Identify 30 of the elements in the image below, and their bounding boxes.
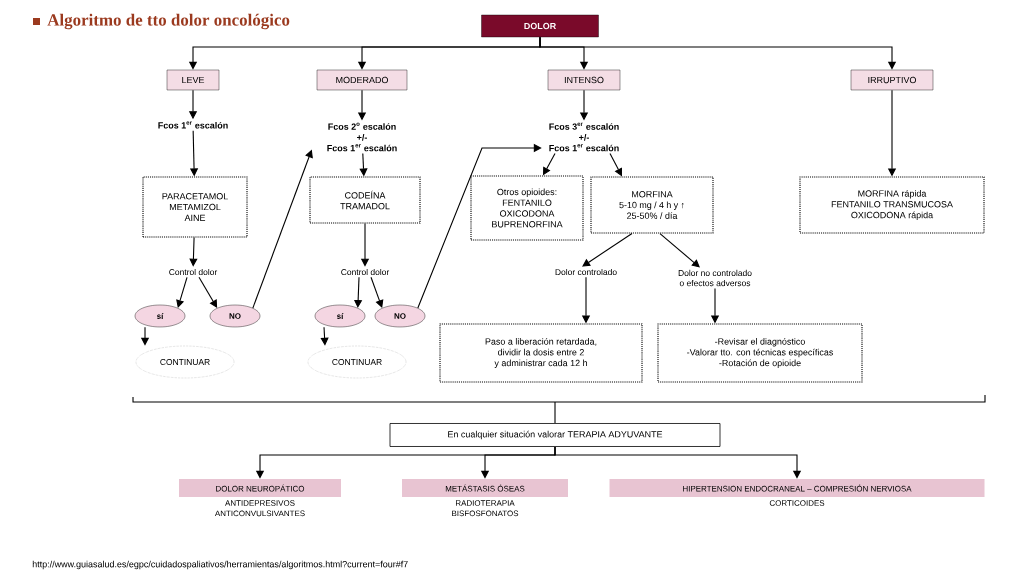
outcome-oval: CONTINUAR xyxy=(135,345,235,379)
drug-box: CODEÍNA TRAMADOL xyxy=(309,176,421,224)
arrow xyxy=(582,233,633,267)
drug-box: PARACETAMOL METAMIZOL AINE xyxy=(142,176,248,238)
drug-box: MORFINA rápida FENTANILO TRANSMUCOSA OXICODONA rápida xyxy=(799,176,985,234)
category-box: LEVE xyxy=(166,69,220,91)
arrow xyxy=(417,143,542,309)
outcome-text: Dolor no controlado o efectos adversos xyxy=(678,269,752,287)
action-box: Paso a liberación retardada, dividir la dosis entre 2 y administrar cada 12 h xyxy=(439,323,643,383)
category-box: MODERADO xyxy=(316,69,408,91)
title: Algoritmo de tto dolor oncológico xyxy=(47,13,290,30)
outcome-oval: CONTINUAR xyxy=(307,345,407,379)
category-box: INTENSO xyxy=(547,69,621,91)
arrow xyxy=(539,36,897,70)
decision-text: Control dolor xyxy=(169,268,218,276)
step-text: Fcos 2$^{o}$ escalón +/- Fcos 1$^{er}$ escalón xyxy=(327,122,397,152)
arrow xyxy=(659,233,700,268)
decision-text: Control dolor xyxy=(341,268,390,276)
arrow xyxy=(554,446,802,479)
category-box: DOLOR xyxy=(481,14,599,38)
source-url: http://www.guiasalud.es/egpc/cuidadospaliativos/herramientas/algoritmos.html?current=four#f7 xyxy=(32,560,408,570)
drug-box: Otros opioides: FENTANILO OXICODONA BUPRENORFINA xyxy=(470,175,584,241)
drug-box: MORFINA 5-10 mg / 4 h y ↑ 25-50% / día xyxy=(590,176,714,234)
step-text: Fcos 3$^{er}$ escalón +/- Fcos 1$^{er}$ escalón xyxy=(549,122,619,152)
note-box: En cualquier situación valorar TERAPIA ADYUVANTE xyxy=(389,423,721,447)
step-text: Fcos 1$^{er}$ escalón xyxy=(158,121,228,129)
category-box: IRRUPTIVO xyxy=(850,69,934,91)
arrow xyxy=(320,326,329,346)
outcome-text: Dolor controlado xyxy=(555,268,617,276)
action-box: -Revisar el diagnóstico -Valorar tto. con técnicas específicas -Rotación de opioide xyxy=(657,323,863,383)
